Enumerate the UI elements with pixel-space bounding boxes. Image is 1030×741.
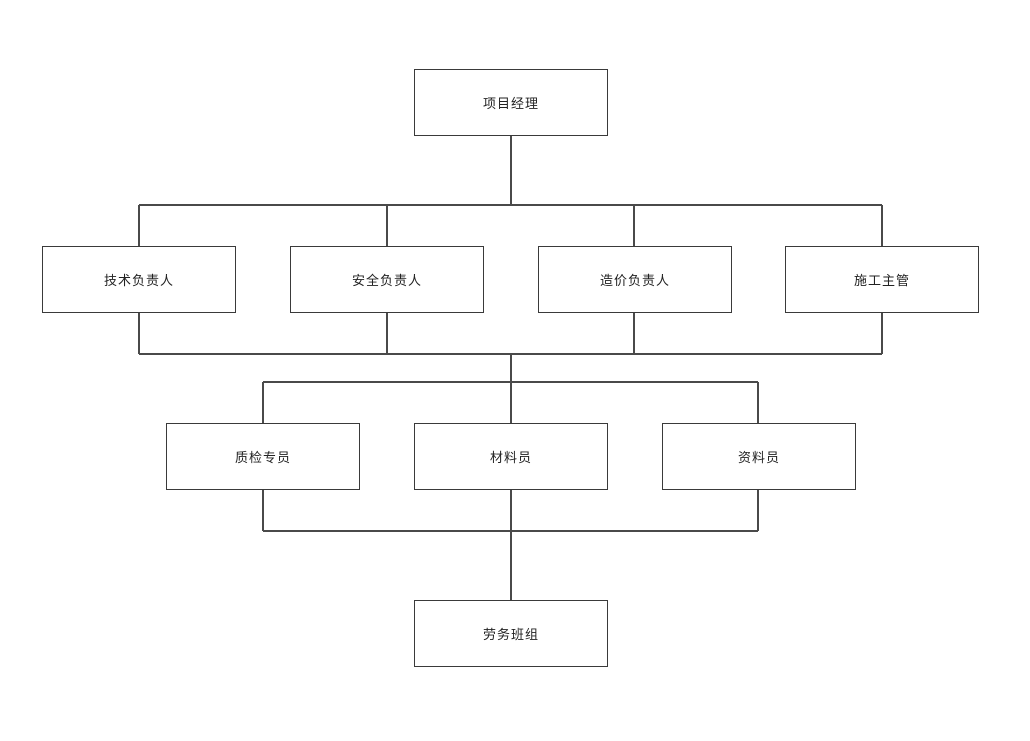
node-project-manager: 项目经理: [414, 69, 608, 136]
node-documentation-clerk: 资料员: [662, 423, 856, 490]
node-quality-inspector: 质检专员: [166, 423, 360, 490]
node-labor-team: 劳务班组: [414, 600, 608, 667]
node-safety-lead: 安全负责人: [290, 246, 484, 313]
node-cost-lead: 造价负责人: [538, 246, 732, 313]
node-technical-lead: 技术负责人: [42, 246, 236, 313]
node-construction-supervisor: 施工主管: [785, 246, 979, 313]
node-materials-clerk: 材料员: [414, 423, 608, 490]
